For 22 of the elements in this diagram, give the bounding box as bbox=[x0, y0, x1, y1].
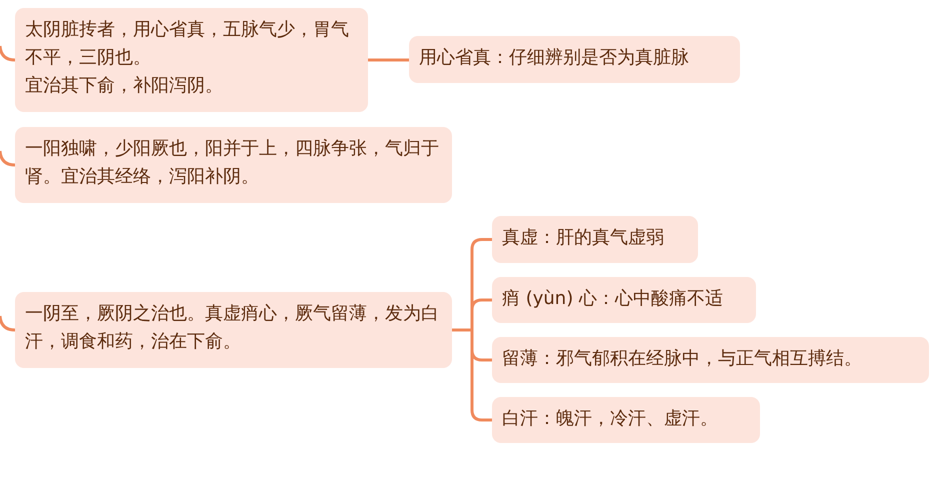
topic-text: 留薄：邪气郁积在经脉中，与正气相互搏结。 bbox=[502, 347, 863, 371]
topic-box bbox=[409, 36, 740, 83]
topic-text: 宜治其下俞，补阳泻阴。 bbox=[25, 74, 224, 98]
topic-box bbox=[15, 127, 452, 203]
topic-text: 真虚：肝的真气虚弱 bbox=[502, 226, 665, 250]
topic-text: 太阴脏抟者，用心省真，五脉气少，胃气不平，三阴也。 bbox=[25, 18, 350, 70]
topic-text: 用心省真：仔细辨别是否为真脏脉 bbox=[419, 46, 690, 70]
topic-text: 一阴至，厥阴之治也。真虚痟心，厥气留薄，发为白汗，调食和药，治在下俞。 bbox=[25, 302, 440, 354]
connector-line bbox=[452, 328, 492, 422]
topic-text: 一阳独啸，少阳厥也，阳并于上，四脉争张，气归于肾。宜治其经络，泻阳补阴。 bbox=[25, 137, 440, 189]
topic-box bbox=[492, 337, 929, 383]
topic-text: 痟 (yùn) 心：心中酸痛不适 bbox=[502, 287, 724, 311]
topic-box bbox=[15, 8, 368, 112]
topic-box bbox=[15, 292, 452, 368]
topic-box bbox=[492, 277, 756, 323]
topic-box bbox=[492, 216, 698, 263]
connector-line bbox=[0, 150, 16, 166]
topic-box bbox=[492, 397, 760, 443]
connector-line bbox=[0, 316, 16, 332]
connector-line bbox=[0, 46, 16, 62]
connector-line bbox=[368, 58, 409, 62]
topic-text: 白汗：魄汗，冷汗、虚汗。 bbox=[502, 407, 719, 431]
